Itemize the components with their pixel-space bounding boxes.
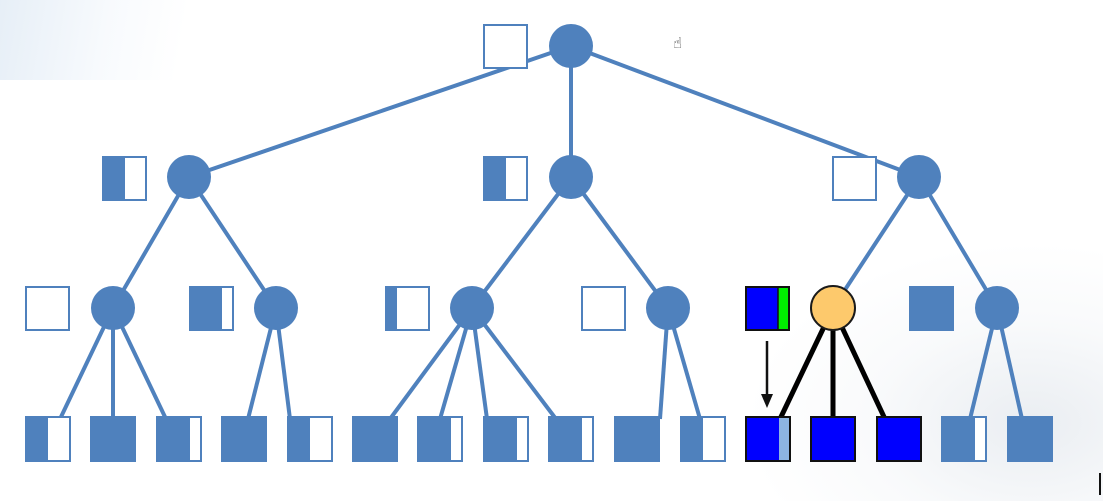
tree-edge: [187, 175, 278, 310]
value-box-frame: [581, 286, 626, 331]
nodes-group: [91, 24, 1019, 331]
value-box-frame: [832, 156, 877, 201]
arrow-head-icon: [761, 394, 773, 408]
value-box-blue-part: [746, 287, 778, 330]
leaf-box-fill: [288, 417, 310, 461]
leaf-box-outline: [25, 416, 71, 462]
leaf-box-fill: [157, 417, 190, 461]
value-box-fill: [484, 157, 506, 200]
leaf-box-outline: [483, 416, 529, 462]
value-box-frame: [25, 286, 70, 331]
value-box-fill: [910, 287, 953, 330]
tree-node: [646, 286, 690, 330]
leaf-box-fill: [91, 417, 135, 461]
tree-edge: [111, 175, 191, 310]
value-box-outline: [483, 156, 528, 201]
tree-node: [91, 286, 135, 330]
value-box-outline: [909, 286, 954, 331]
tree-edge: [470, 175, 573, 310]
hand-cursor-icon: ☝: [673, 34, 683, 52]
leaf-box-fill: [1008, 417, 1052, 461]
leaf-box-highlight: [810, 416, 856, 462]
leaf-box-outline: [1007, 416, 1053, 462]
value-box-outline: [385, 286, 430, 331]
tree-edge: [569, 175, 670, 310]
tree-node: [975, 286, 1019, 330]
leaf-box-fill: [26, 417, 48, 461]
value-box-fill: [103, 157, 125, 200]
tree-edge: [831, 175, 921, 310]
leaf-box-fill: [681, 417, 703, 461]
leaf-box-fill: [942, 417, 975, 461]
arrow-group: [761, 341, 773, 408]
leaf-box-outline: [221, 416, 267, 462]
leaf-box-outline: [548, 416, 594, 462]
tree-edge: [917, 175, 999, 310]
leaf-box-outline: [680, 416, 726, 462]
value-box-outline: [189, 286, 234, 331]
tree-node-highlight: [810, 285, 856, 331]
leaf-box-fill: [549, 417, 582, 461]
boxes-group: [25, 24, 954, 331]
leaf-box-outline: [417, 416, 463, 462]
tree-node: [549, 155, 593, 199]
value-box-outline: [102, 156, 147, 201]
tree-edge: [470, 306, 558, 421]
leaf-box-outline: [287, 416, 333, 462]
leaf-box-outline: [745, 416, 791, 462]
leaf-box-fill: [353, 417, 397, 461]
leaf-box-fill: [418, 417, 451, 461]
leaf-box-outline: [156, 416, 202, 462]
leaf-box-outline: [941, 416, 987, 462]
value-box-fill: [386, 287, 397, 330]
value-box-green-part: [778, 287, 789, 330]
leaf-box-fill: [746, 417, 779, 461]
tree-node: [167, 155, 211, 199]
edges-group: [58, 44, 1024, 421]
text-caret: [1099, 473, 1101, 495]
leaf-box-outline: [90, 416, 136, 462]
tree-node: [897, 155, 941, 199]
value-box-frame: [483, 24, 528, 69]
leaf-box-fill: [222, 417, 266, 461]
value-box-outline: [745, 286, 790, 331]
leaf-box-fill: [615, 417, 659, 461]
leaf-box-outline: [614, 416, 660, 462]
leaf-box-outline: [352, 416, 398, 462]
tree-node: [549, 24, 593, 68]
tree-edge: [570, 44, 920, 179]
leaf-box-highlight: [876, 416, 922, 462]
tree-edge: [388, 306, 474, 421]
leaves-group: [25, 416, 1053, 462]
leaf-box-fill: [484, 417, 517, 461]
tree-node: [450, 286, 494, 330]
background-decoration: [0, 0, 240, 80]
value-box-fill: [190, 287, 222, 330]
tree-node: [254, 286, 298, 330]
